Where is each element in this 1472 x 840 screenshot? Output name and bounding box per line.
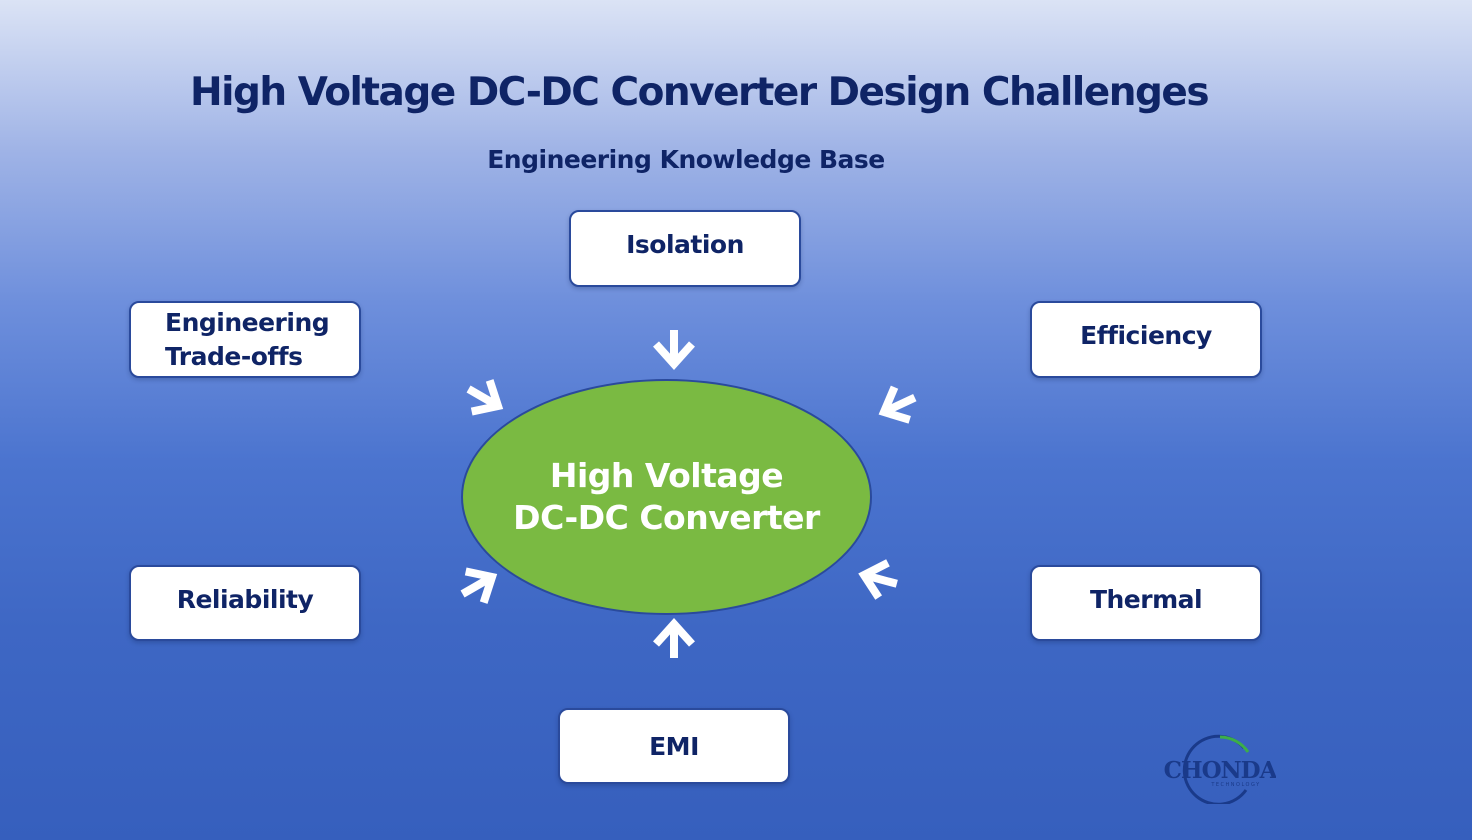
node-emi: EMI <box>558 708 790 784</box>
arrow-efficiency-icon <box>876 381 922 428</box>
node-efficiency-label: Efficiency <box>1080 321 1212 350</box>
center-line1: High Voltage <box>549 456 784 495</box>
node-reliability-label: Reliability <box>176 584 314 614</box>
node-thermal-label: Thermal <box>1089 584 1203 614</box>
page-title: High Voltage DC-DC Converter Design Chal… <box>189 70 1210 115</box>
node-efficiency: Efficiency <box>1030 301 1262 378</box>
node-engineering-tradeoffs: Engineering Trade-offs <box>129 301 361 378</box>
arrow-thermal-icon <box>859 558 901 602</box>
center-line2: DC-DC Converter <box>513 498 820 537</box>
arrow-isolation-icon <box>656 330 692 364</box>
node-isolation: Isolation <box>569 210 801 287</box>
arrow-reliability-icon <box>454 561 501 609</box>
node-tradeoffs-line1: Engineering <box>165 307 330 337</box>
arrow-emi-icon <box>656 624 692 658</box>
node-tradeoffs-line2: Trade-offs <box>165 341 303 371</box>
node-isolation-label: Isolation <box>626 230 744 259</box>
arrow-tradeoffs-icon <box>460 373 507 421</box>
center-hub: High Voltage DC-DC Converter <box>461 379 872 615</box>
logo-brand-text: CHONDA <box>1164 757 1276 784</box>
chonda-logo: CHONDA TECHNOLOGY <box>1164 734 1276 804</box>
node-reliability: Reliability <box>129 565 361 641</box>
logo-tagline-text: TECHNOLOGY <box>1210 782 1260 788</box>
node-emi-label: EMI <box>649 731 699 761</box>
page-subtitle: Engineering Knowledge Base <box>487 145 885 174</box>
node-thermal: Thermal <box>1030 565 1262 641</box>
